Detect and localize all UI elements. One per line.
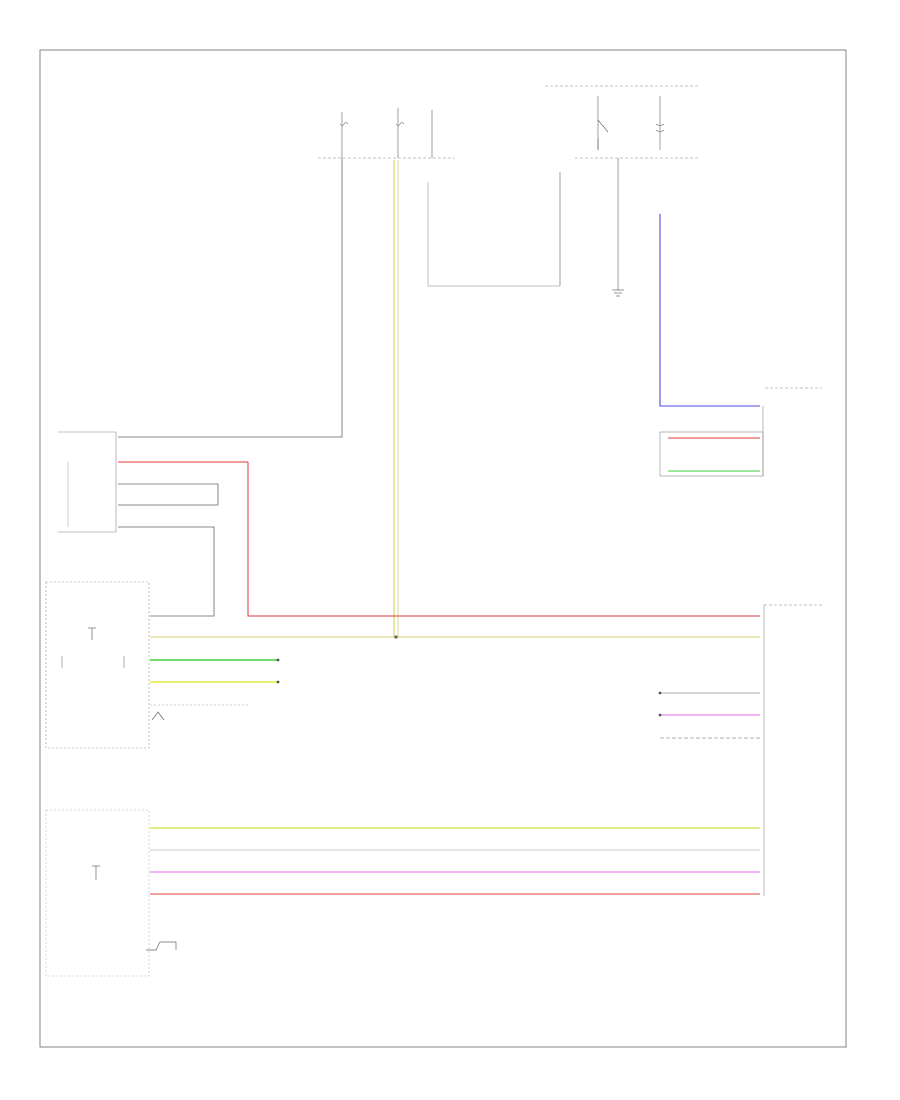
antenna-bottom-icon [92, 865, 100, 880]
top-right-connector [659, 431, 764, 477]
ground-icon [612, 289, 624, 297]
connector-dot-1 [276, 658, 280, 662]
wire-loop-white [427, 182, 560, 287]
transceiver-bottom-icon [146, 941, 177, 951]
wire-black-2-loop [118, 484, 219, 506]
antenna-bottom-box [45, 809, 150, 977]
fuse-2-icon [395, 122, 405, 126]
wire-red-drop [247, 462, 760, 617]
connector-dot-4 [658, 713, 662, 717]
splice-dot [394, 635, 398, 639]
left-module-outline [58, 431, 117, 533]
transceiver-top-icon [151, 711, 165, 721]
antenna-top-icon [61, 627, 125, 668]
wire-blue [659, 214, 760, 407]
relay-switch-icon [597, 119, 609, 150]
diagram-border [39, 49, 847, 1048]
antenna-top-box [45, 581, 150, 749]
fuse-1-icon [339, 122, 349, 126]
wire-black-3 [118, 526, 215, 617]
wire-black-1 [118, 158, 343, 438]
connector-dot-2 [276, 680, 280, 684]
connector-dot-3 [658, 691, 662, 695]
relay-coil-icon [655, 123, 665, 132]
